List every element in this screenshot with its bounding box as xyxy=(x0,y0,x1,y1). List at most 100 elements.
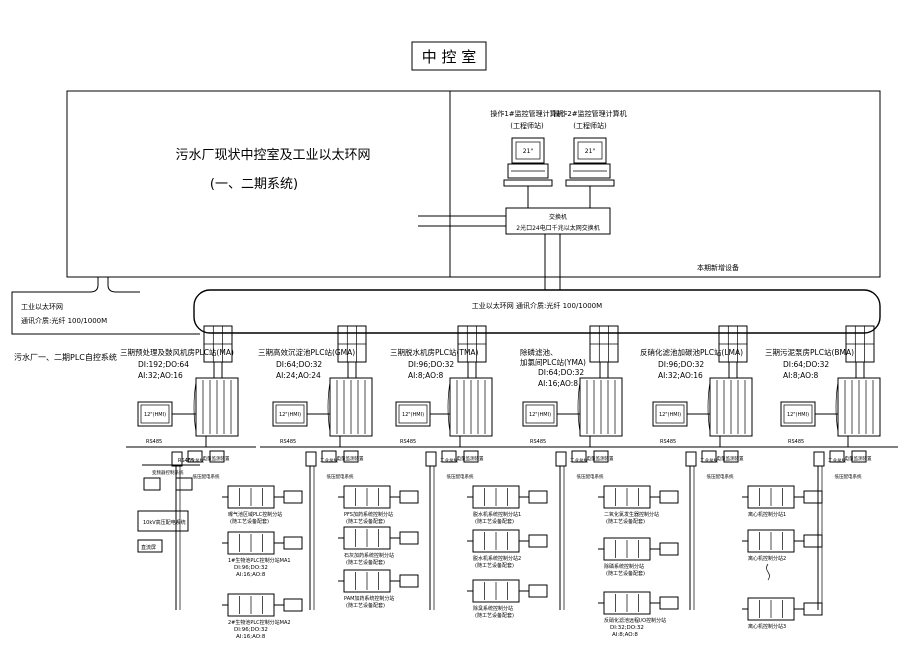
station-name-4: 反硝化滤池加碳池PLC站(LMA) xyxy=(640,347,743,357)
remote-hmi-bma_1 xyxy=(803,490,823,504)
fieldbus-label-2: 工业总线 xyxy=(440,457,458,464)
fieldbus-node-2 xyxy=(425,451,437,467)
remote-io-tma_2: 脱水机系统控制分站2(随工艺设备配套) xyxy=(467,529,548,569)
workstation-2-screen: 21" xyxy=(585,148,596,155)
plc-rack-5 xyxy=(837,377,881,437)
remote-name-yma_3: 反硝化滤池远程I/O控制分站 xyxy=(604,617,666,624)
plc-rack-3 xyxy=(579,377,623,437)
control-room-frame xyxy=(66,90,881,278)
remote-io1-yma_3: DI:32;DO:32 xyxy=(610,625,644,631)
station-io1-3: DI:64;DO:32 xyxy=(538,368,584,377)
remote-io-gma_3: PAM加药系统控制分站(随工艺设备配套) xyxy=(338,569,419,609)
remote-io-gma_2: 石灰加药系统控制分站(随工艺设备配套) xyxy=(338,526,419,566)
station-name2-3: 加氯间PLC站(YMA) xyxy=(520,357,586,367)
remote-io-yma_2: 除磷系统控制分站(随工艺设备配套) xyxy=(598,537,679,577)
station-io1-1: DI:64;DO:32 xyxy=(276,360,322,369)
workstation-1-sub: (工程师站) xyxy=(510,121,544,130)
rs485-label-4: RS485 xyxy=(660,439,676,445)
remote-name-yma_2: 除磷系统控制分站 xyxy=(604,563,644,570)
plc-rack-4 xyxy=(709,377,753,437)
station-io2-5: AI:8;AO:8 xyxy=(783,371,818,380)
remote-hmi-bma_2 xyxy=(803,534,823,548)
switch-label-1: 交换机 xyxy=(549,213,567,221)
station-name-0: 三期预处理及鼓风机房PLC站(MA) xyxy=(120,347,234,357)
remote-name-tma_1: 脱水机系统控制分站1 xyxy=(473,511,521,518)
remote-sub-gma_2: (随工艺设备配套) xyxy=(346,559,385,566)
low-voltage-3: 低压配电系统 xyxy=(577,473,604,480)
station-name-3: 除磷滤池、 xyxy=(520,347,558,357)
meter-a-2 xyxy=(441,450,457,463)
hmi-label-1: 12"(HMI) xyxy=(279,412,301,418)
this-phase-label: 本期新增设备 xyxy=(697,263,739,272)
remote-sub-gma_3: (随工艺设备配套) xyxy=(346,602,385,609)
plc-station-5: 12"(HMI)RS485电量监测装置低压配电系统工业总线三期污泥泵房PLC站(… xyxy=(765,325,898,610)
left-note-line1: 工业以太环网 xyxy=(21,302,63,311)
fieldbus-label-1: 工业总线 xyxy=(320,457,338,464)
hmi-label-5: 12"(HMI) xyxy=(787,412,809,418)
workstation-2: 操作2#监控管理计算机 (工程师站) 21" xyxy=(553,109,627,187)
core-switch xyxy=(505,207,611,235)
fieldbus-node-4 xyxy=(685,451,697,467)
hmi-label-3: 12"(HMI) xyxy=(529,412,551,418)
remote-name-bma_2: 离心机控制分站2 xyxy=(748,555,786,562)
meter-b-1 xyxy=(343,450,359,463)
remote-hmi-yma_1 xyxy=(659,490,679,504)
meter-a-1 xyxy=(321,450,337,463)
switch-label-2: 2光口24电口千兆以太网交换机 xyxy=(516,224,599,232)
power-monitor-5: 电量监测装置 xyxy=(845,455,872,462)
remote-io1-ma_2: DI:96;DO:32 xyxy=(234,565,268,571)
remote-hmi-ma_3 xyxy=(283,598,303,612)
fieldbus-label-5: 工业总线 xyxy=(828,457,846,464)
remote-name-yma_1: 二氧化氯发生器控制分站 xyxy=(604,511,659,518)
station-name-2: 三期脱水机房PLC站(TMA) xyxy=(390,347,479,357)
power-monitor-2: 电量监测装置 xyxy=(457,455,484,462)
remote-name-ma_2: 1#生物池PLC控制分站MA1 xyxy=(228,557,291,564)
remote-io2-ma_3: AI:16;AO:8 xyxy=(236,634,266,640)
remote-hmi-ma_2 xyxy=(283,536,303,550)
station-io1-4: DI:96;DO:32 xyxy=(658,360,704,369)
remote-hmi-tma_3 xyxy=(528,584,548,598)
fieldbus-node-1 xyxy=(305,451,317,467)
remote-hmi-ma_1 xyxy=(283,490,303,504)
remote-hmi-gma_3 xyxy=(399,574,419,588)
remote-hmi-tma_1 xyxy=(528,490,548,504)
remote-sub-gma_1: (随工艺设备配套) xyxy=(346,518,385,525)
plc-station-4: 12"(HMI)RS485电量监测装置低压配电系统工业总线反硝化滤池加碳池PLC… xyxy=(640,325,770,610)
remote-name-tma_2: 脱水机系统控制分站2 xyxy=(473,555,521,562)
transformer xyxy=(137,510,189,532)
low-voltage-5: 低压配电系统 xyxy=(835,473,862,480)
remote-io-bma_3: 离心机控制分站3 xyxy=(742,597,823,630)
remote-io-yma_1: 二氧化氯发生器控制分站(随工艺设备配套) xyxy=(598,485,679,525)
workstation-1-screen: 21" xyxy=(523,148,534,155)
remote-name-ma_1: 曝气池区域PLC控制分站 xyxy=(228,511,282,518)
remote-sub-ma_1: (随工艺设备配套) xyxy=(230,518,269,525)
vfd-b xyxy=(175,477,193,491)
fieldbus-node-3 xyxy=(555,451,567,467)
remote-name-bma_1: 离心机控制分站1 xyxy=(748,511,786,518)
station-io2-4: AI:32;AO:16 xyxy=(658,371,703,380)
power-monitor-3: 电量监测装置 xyxy=(587,455,614,462)
fieldbus-label-0: 工业总线 xyxy=(186,457,204,464)
workstation-2-sub: (工程师站) xyxy=(573,121,607,130)
plc-station-2: 12"(HMI)RS485电量监测装置低压配电系统工业总线三期脱水机房PLC站(… xyxy=(380,325,510,610)
remote-sub-tma_3: (随工艺设备配套) xyxy=(475,612,514,619)
vfd-label: 变频器控制系统 xyxy=(152,469,184,476)
remote-sub-yma_1: (随工艺设备配套) xyxy=(606,518,645,525)
ups-label: 直流屏 xyxy=(141,544,156,551)
rs485-label-2: RS485 xyxy=(400,439,416,445)
vfd-a xyxy=(143,477,161,491)
existing-system-line1: 污水厂现状中控室及工业以太环网 xyxy=(175,147,370,163)
rs485-label-0: RS485 xyxy=(146,439,162,445)
remote-hmi-yma_2 xyxy=(659,542,679,556)
remote-io-bma_2: 离心机控制分站2 xyxy=(742,529,823,562)
remote-hmi-yma_3 xyxy=(659,596,679,610)
station-io2-0: AI:32;AO:16 xyxy=(138,371,183,380)
remote-sub-yma_2: (随工艺设备配套) xyxy=(606,570,645,577)
meter-a-0 xyxy=(187,450,203,463)
remote-hmi-bma_3 xyxy=(803,602,823,616)
remote-name-gma_2: 石灰加药系统控制分站 xyxy=(344,552,394,559)
fieldbus-node-5 xyxy=(813,451,825,467)
